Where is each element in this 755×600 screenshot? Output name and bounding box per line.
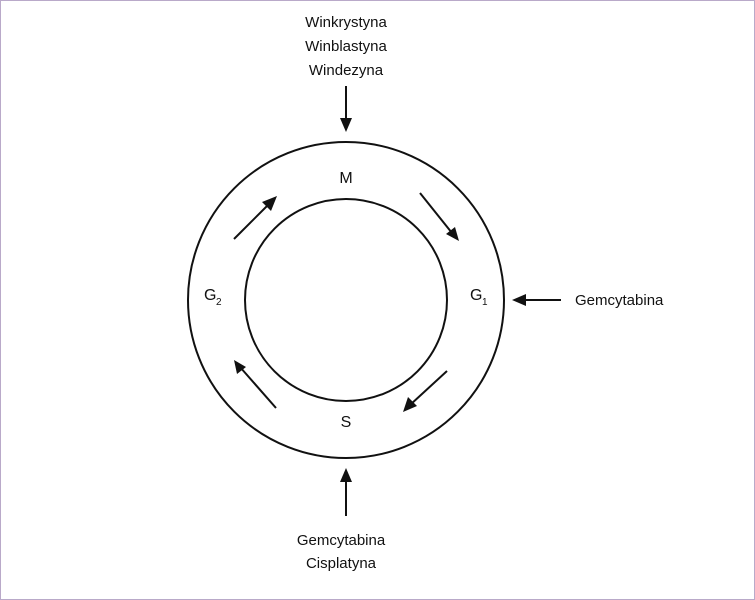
phase-label-g2-letter: G	[204, 287, 216, 304]
arrow-right-to-g1	[512, 294, 561, 306]
cycle-arrow-s-to-g2	[234, 360, 277, 409]
cycle-arrow-g1-to-s	[403, 370, 448, 412]
drug-label-vindesine: Windezyna	[309, 62, 384, 79]
cycle-arrow-g2-to-m	[233, 196, 277, 240]
phase-label-g1-subscript: 1	[482, 297, 488, 308]
inner-ring	[244, 198, 448, 402]
drug-label-vincristine: Winkrystyna	[305, 14, 387, 31]
arrow-bottom-to-s	[340, 468, 352, 516]
phase-label-m: M	[339, 170, 352, 187]
drug-label-gemcitabine-bottom: Gemcytabina	[297, 532, 386, 549]
drug-label-cisplatin: Cisplatyna	[306, 555, 377, 572]
drug-label-vinblastine: Winblastyna	[305, 38, 387, 55]
phase-label-g1: G 1	[470, 287, 488, 308]
phase-label-g2: G 2	[204, 287, 222, 308]
arrow-top-to-m	[340, 86, 352, 132]
cycle-arrow-m-to-g1	[419, 192, 459, 241]
phase-label-s: S	[341, 414, 352, 431]
phase-label-g2-subscript: 2	[216, 297, 222, 308]
phase-label-g1-letter: G	[470, 287, 482, 304]
outer-ring	[187, 141, 505, 459]
drug-label-gemcitabine-right: Gemcytabina	[575, 292, 664, 309]
